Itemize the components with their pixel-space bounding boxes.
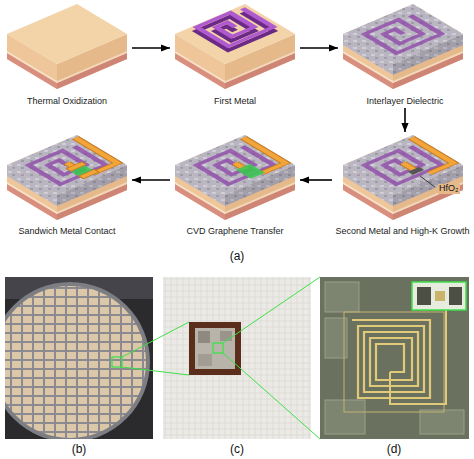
step-caption: CVD Graphene Transfer [186,226,283,237]
process-arrow [132,47,170,49]
panel-label: (a) [230,250,245,263]
process-arrow [404,108,406,132]
leader-line [420,176,435,187]
process-step: Interlayer Dielectric [338,2,472,108]
process-step: Thermal Oxidization [2,2,132,108]
panel-label: (d) [387,443,402,456]
chip-photo [163,277,311,439]
process-step: CVD Graphene Transfer [170,132,300,238]
step-caption: Interlayer Dielectric [366,96,443,107]
panel-label: (b) [72,443,87,456]
step-caption: Sandwich Metal Contact [18,226,115,237]
oxidized-wafer [7,4,127,89]
process-step: First Metal [170,2,300,108]
second-metal-layer [343,135,463,220]
graphene-transfer [175,135,295,220]
zoom-lines [122,277,320,439]
material-label: HfO₂ [438,184,460,194]
process-step: Sandwich Metal Contact [2,132,132,238]
step-caption: Thermal Oxidization [27,96,107,107]
sandwich-contact [7,135,127,220]
step-caption: Second Metal and High-K Growth [335,226,469,237]
step-caption: First Metal [214,96,256,107]
panel-label: (c) [230,443,244,456]
process-arrow [300,47,338,49]
process-arrow [132,179,170,181]
dielectric-layer [343,4,463,89]
layout-image [320,277,469,439]
process-arrow [300,179,332,181]
first-metal-spiral [175,4,295,89]
wafer-photo [5,277,153,439]
